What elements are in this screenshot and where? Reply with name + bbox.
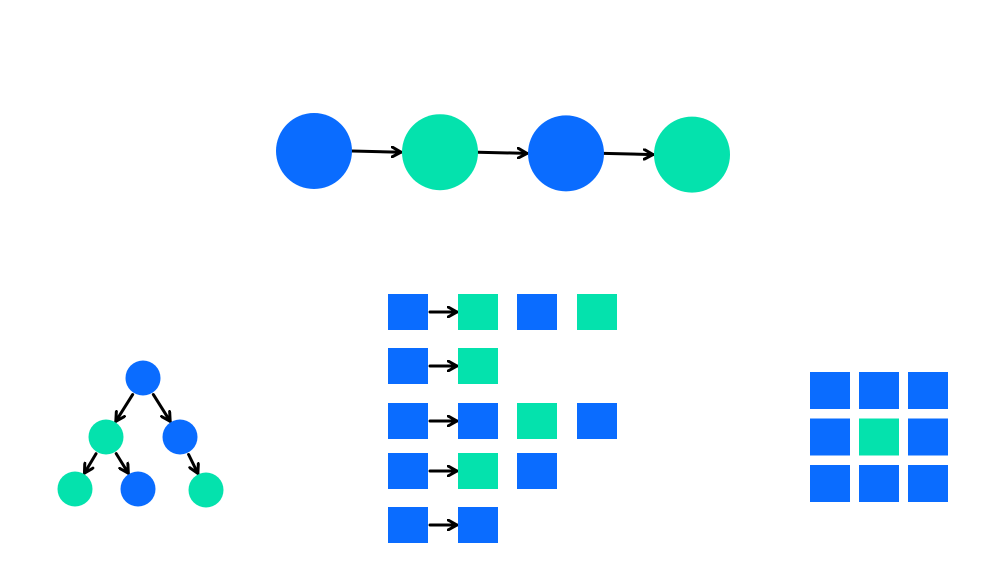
grid-cell-r2-c1 [810,418,850,456]
table-cell-r5-c1 [388,507,428,543]
tree-edge-3 [82,452,98,475]
table-cell-r3-c4 [577,403,617,439]
tree-node-4 [57,471,93,507]
linked-list-node-3 [528,115,604,192]
tree-node-2 [88,419,124,455]
table-cell-r1-c1 [388,294,428,330]
table-cell-r4-c2 [458,453,498,489]
grid-cell-r2-c2 [859,418,899,456]
table-cell-r4-c3 [517,453,557,489]
tree-node-6 [188,472,224,508]
table-cell-r4-c1 [388,453,428,489]
grid-cell-r2-c3 [908,418,948,456]
table-cell-r3-c1 [388,403,428,439]
table-cell-r2-c2 [458,348,498,384]
linked-list-arrow-1 [350,151,403,152]
linked-list-diagram [276,113,730,193]
tree-node-5 [120,471,156,507]
linked-list-arrow-2 [476,152,529,153]
table-cell-r1-c3 [517,294,557,330]
tree-edge-1 [114,393,135,423]
grid-cell-r1-c3 [908,372,948,409]
tree-node-3 [162,419,198,455]
linked-list-arrow-3 [602,153,655,154]
grid-diagram [810,372,948,502]
table-cell-r1-c4 [577,294,617,330]
linked-list-node-2 [402,114,478,191]
tree-edge-4 [114,452,130,475]
table-cell-r5-c2 [458,507,498,543]
grid-cell-r3-c3 [908,465,948,502]
table-cell-r1-c2 [458,294,498,330]
grid-cell-r1-c1 [810,372,850,409]
grid-cell-r3-c1 [810,465,850,502]
hash-table-diagram [388,294,617,543]
linked-list-node-1 [276,113,352,189]
tree-node-1 [125,360,161,396]
linked-list-node-4 [654,116,730,193]
table-cell-r2-c1 [388,348,428,384]
table-cell-r3-c2 [458,403,498,439]
tree-diagram [57,360,224,508]
grid-cell-r3-c2 [859,465,899,502]
table-cell-r3-c3 [517,403,557,439]
grid-cell-r1-c2 [859,372,899,409]
tree-edge-5 [187,453,198,475]
tree-edge-2 [151,393,172,423]
